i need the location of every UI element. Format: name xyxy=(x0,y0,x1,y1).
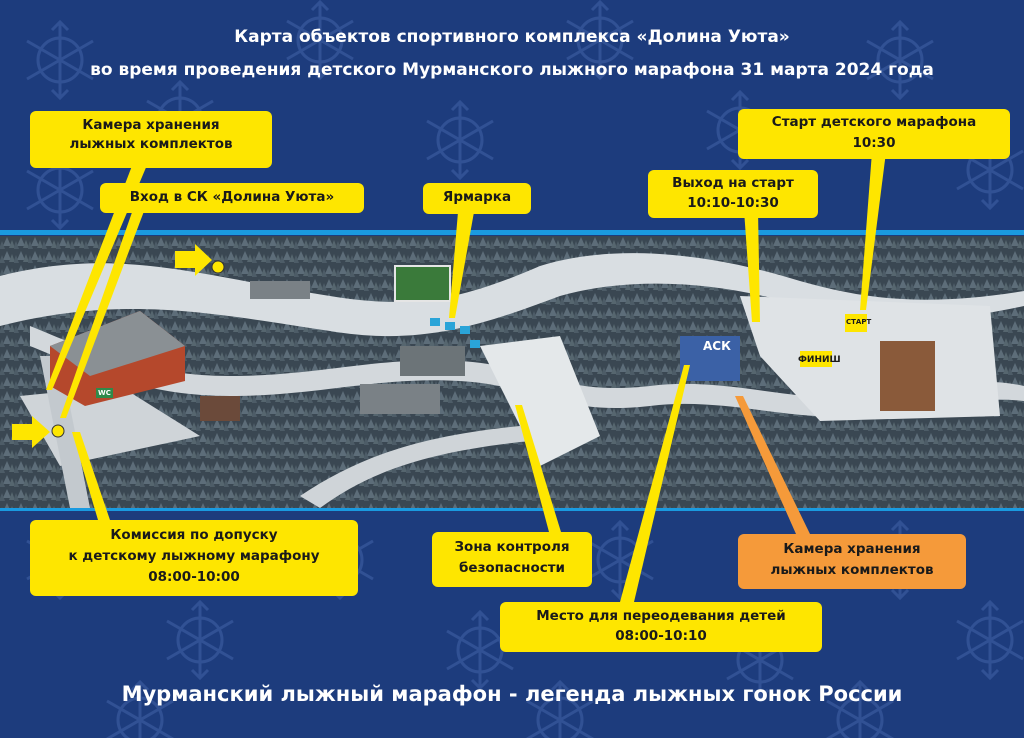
map-border-bottom xyxy=(0,506,1024,511)
callout-marathon-start: Старт детского марафона 10:30 xyxy=(738,109,1010,159)
finish-label: ФИНИШ xyxy=(798,355,841,365)
callout-line: Камера хранения xyxy=(82,117,220,133)
callout-line: 10:30 xyxy=(852,135,896,151)
callout-line: к детскому лыжному марафону xyxy=(68,548,320,564)
arrow-pointer-icon xyxy=(175,244,212,276)
callout-ski-storage-left: Камера хранения лыжных комплектов xyxy=(30,111,272,168)
header-title-line2: во время проведения детского Мурманского… xyxy=(90,60,934,80)
callout-line: 08:00-10:00 xyxy=(148,569,240,585)
callout-line: лыжных комплектов xyxy=(770,562,934,578)
callout-line: Вход в СК «Долина Уюта» xyxy=(129,189,335,205)
callout-line: Ярмарка xyxy=(442,189,512,205)
callout-line: Место для переодевания детей xyxy=(536,608,786,624)
callout-line: Старт детского марафона xyxy=(771,114,977,130)
map-border-top xyxy=(0,230,1024,235)
callout-entrance: Вход в СК «Долина Уюта» xyxy=(100,183,364,213)
callout-line: безопасности xyxy=(458,560,566,576)
start-sign-label: СТАРТ xyxy=(846,318,872,326)
callout-line: Выход на старт xyxy=(672,175,794,191)
callout-changing: Место для переодевания детей 08:00-10:10 xyxy=(500,602,822,652)
callout-line: Комиссия по допуску xyxy=(110,527,278,543)
callout-security: Зона контроля безопасности xyxy=(432,532,592,587)
callout-to-start: Выход на старт 10:10-10:30 xyxy=(648,170,818,218)
callout-line: 08:00-10:10 xyxy=(615,628,707,644)
callout-ski-storage-right: Камера хранения лыжных комплектов xyxy=(738,534,966,589)
header-title-line1: Карта объектов спортивного комплекса «До… xyxy=(234,27,790,47)
callout-commission: Комиссия по допуску к детскому лыжному м… xyxy=(30,520,358,596)
wc-label: WC xyxy=(96,388,113,398)
callout-line: 10:10-10:30 xyxy=(687,195,779,211)
site-map xyxy=(0,236,1024,508)
callout-line: Камера хранения xyxy=(783,541,921,557)
callout-fair: Ярмарка xyxy=(423,183,531,214)
arrow-pointer-icon xyxy=(12,416,50,448)
callout-line: лыжных комплектов xyxy=(69,136,233,152)
ack-building-label: АСК xyxy=(703,339,731,353)
footer-slogan: Мурманский лыжный марафон - легенда лыжн… xyxy=(121,682,903,706)
callout-line: Зона контроля xyxy=(454,539,570,555)
